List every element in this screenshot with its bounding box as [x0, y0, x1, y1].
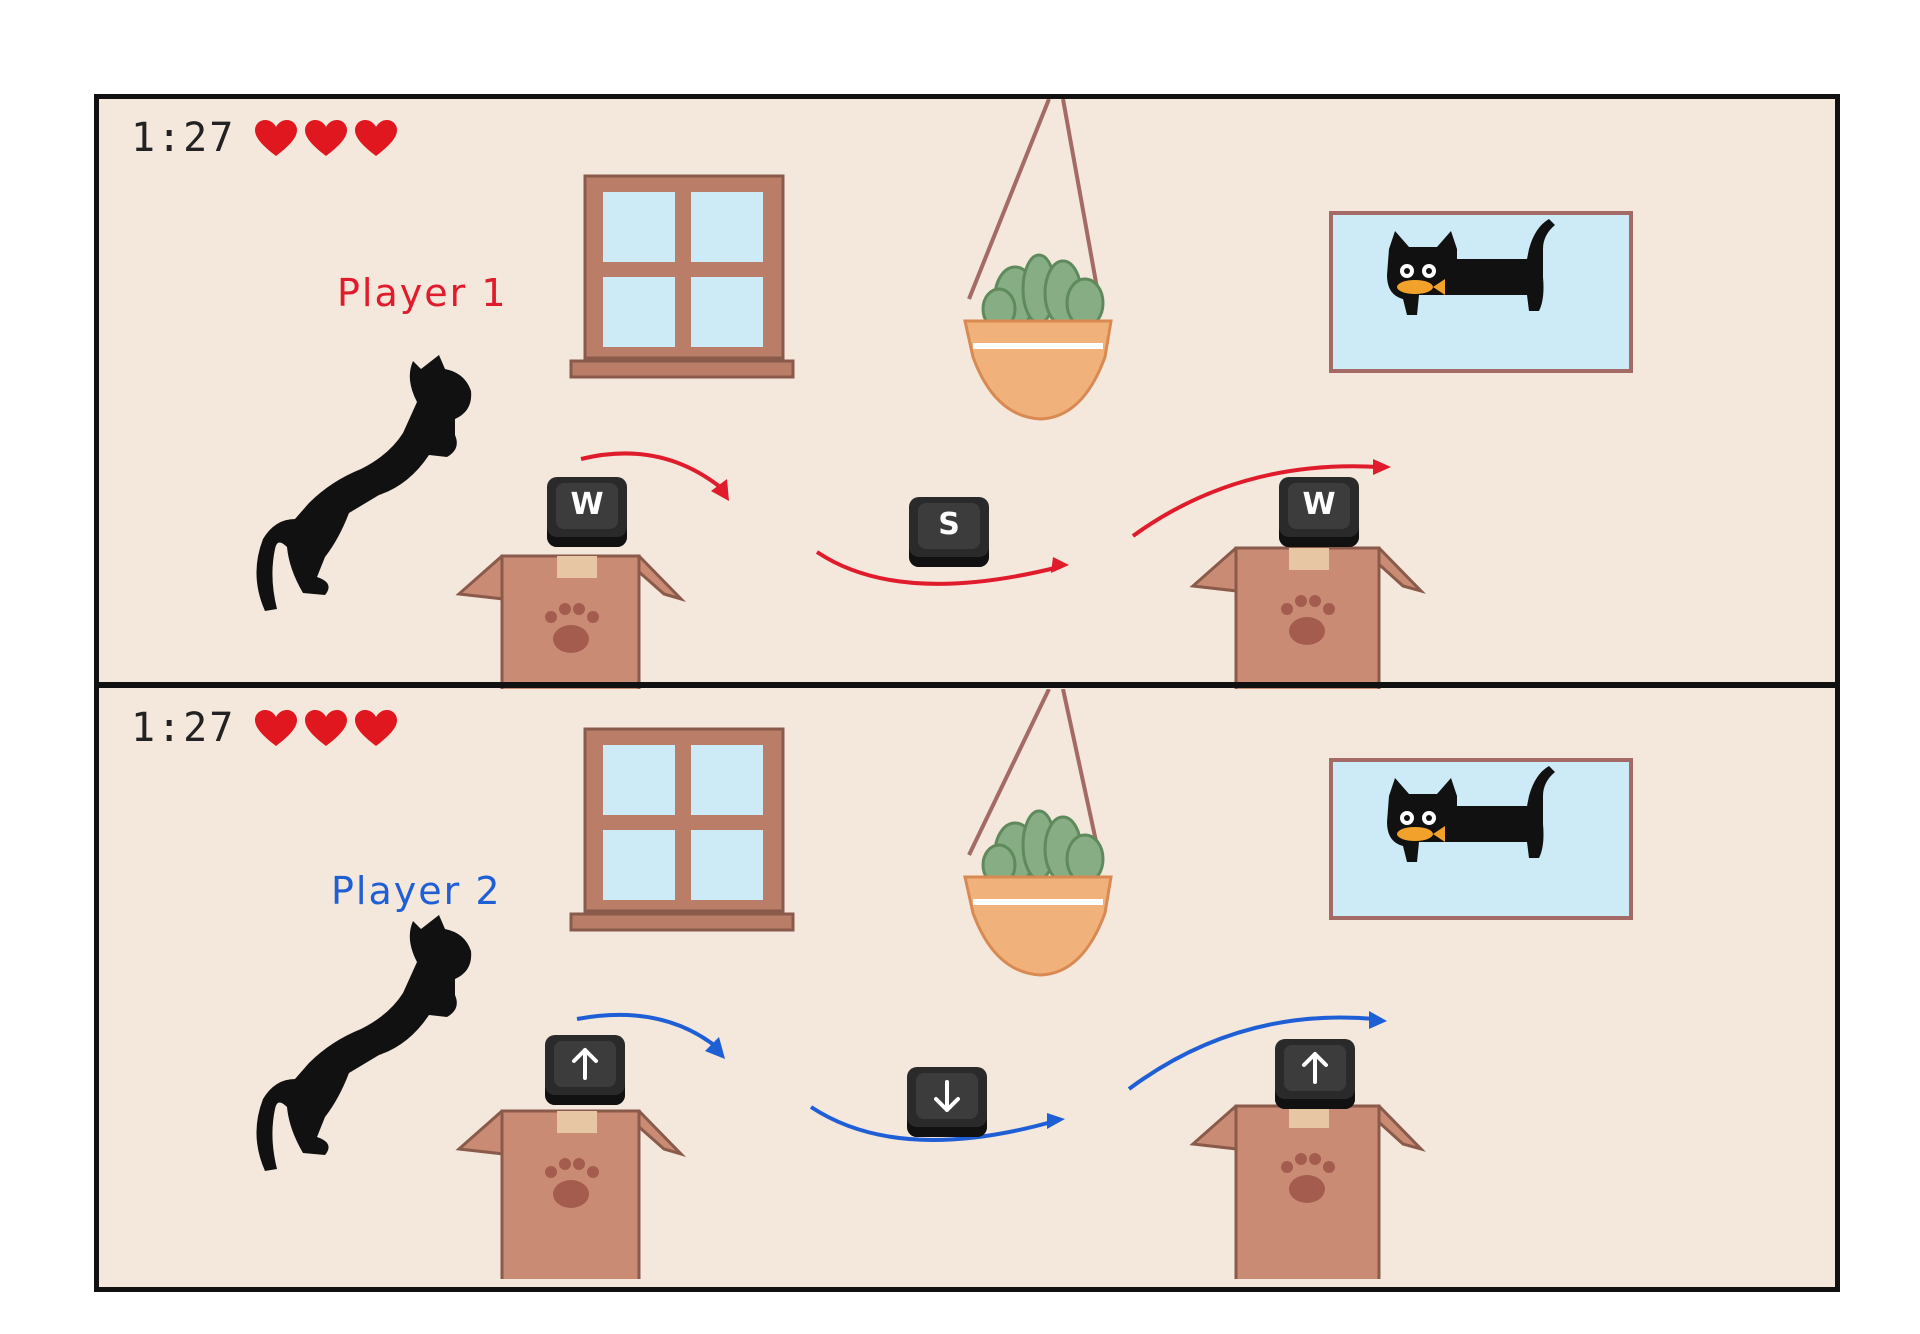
game-frame: 1:27 Player 1 [94, 94, 1840, 1292]
hud: 1:27 [131, 705, 399, 751]
hanging-planter-icon [963, 689, 1113, 977]
arrow-up-icon [1302, 1051, 1328, 1084]
timer: 1:27 [131, 705, 236, 751]
key-arrow-down [907, 1067, 987, 1137]
cardboard-box-paw-icon [455, 1109, 687, 1279]
key-label: S [938, 507, 960, 542]
heart-icon [353, 118, 399, 158]
player-2-panel: 1:27 Player 2 [99, 689, 1835, 1279]
key-w: W [1279, 477, 1359, 547]
player-label: Player 1 [337, 271, 508, 315]
window-icon [569, 174, 795, 379]
lives [253, 708, 399, 748]
heart-icon [303, 708, 349, 748]
arrow-up-icon [572, 1047, 598, 1080]
lives [253, 118, 399, 158]
cardboard-box-paw-icon [1189, 1104, 1426, 1279]
scene [256, 689, 1633, 1279]
cat-with-fish-painting [1329, 758, 1633, 920]
cat-with-fish-painting [1329, 211, 1633, 373]
cardboard-box-paw-icon [1189, 546, 1426, 689]
arrow-down-icon [934, 1079, 960, 1112]
jumping-cat-silhouette [256, 915, 472, 1171]
window-icon [569, 727, 795, 932]
scene [256, 99, 1633, 689]
key-label: W [1302, 487, 1336, 522]
jump-trajectory-arrow [576, 1011, 1387, 1142]
key-arrow-up [545, 1035, 625, 1105]
player-1-panel: 1:27 Player 1 [99, 99, 1835, 689]
key-label: W [570, 487, 604, 522]
timer: 1:27 [131, 115, 236, 161]
hanging-planter-icon [963, 99, 1113, 421]
key-w: W [547, 477, 627, 547]
heart-icon [353, 708, 399, 748]
heart-icon [253, 118, 299, 158]
heart-icon [253, 708, 299, 748]
key-arrow-up [1275, 1039, 1355, 1109]
heart-icon [303, 118, 349, 158]
key-s: S [909, 497, 989, 567]
player-label: Player 2 [331, 869, 502, 913]
panel-divider [99, 682, 1835, 688]
hud: 1:27 [131, 115, 399, 161]
jump-trajectory-arrow [580, 451, 1391, 586]
jumping-cat-silhouette [256, 355, 472, 611]
cardboard-box-paw-icon [455, 554, 687, 689]
